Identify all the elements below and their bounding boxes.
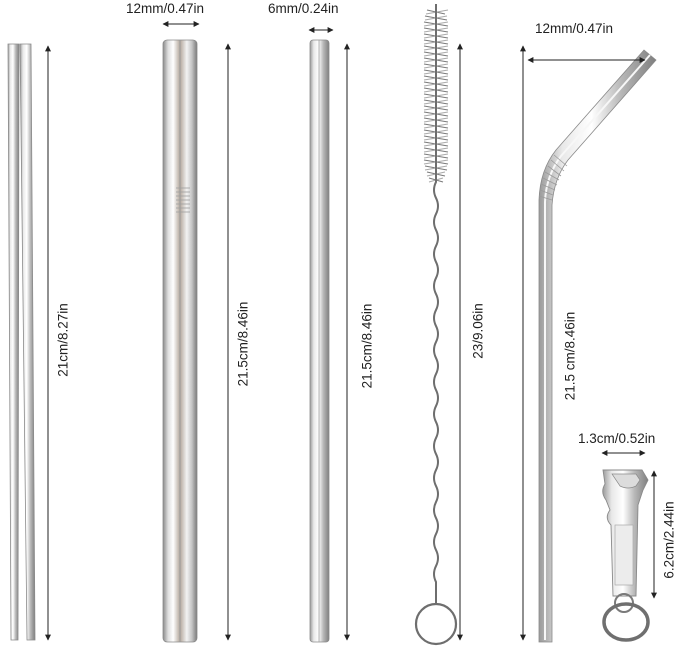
brush-length-label: 23/9.06in — [470, 303, 486, 359]
brush-loop-handle — [414, 602, 458, 646]
cleaning-brush — [414, 4, 458, 646]
bent-straw-ribs — [538, 154, 568, 201]
chopsticks-length-label: 21cm/8.27in — [55, 303, 71, 377]
straw-bend-ribs — [176, 187, 190, 213]
thin-straw-length-label: 21.5cm/8.46in — [359, 303, 375, 389]
thin-straight-straws — [309, 39, 330, 643]
chopsticks — [7, 43, 36, 641]
key-ring — [602, 602, 650, 642]
brush-twisted-wire — [433, 4, 439, 604]
bent-straw — [538, 49, 657, 643]
wide-straw-length-label: 21.5cm/8.46in — [235, 301, 251, 387]
wide-straw-width-label: 12mm/0.47in — [126, 1, 205, 16]
bottle-opener-keychain — [602, 469, 650, 642]
wide-straight-straws — [162, 39, 198, 643]
opener-length-label: 6.2cm/2.44in — [661, 501, 677, 579]
bent-straw-width-label: 12mm/0.47in — [535, 21, 614, 36]
opener-width-label: 1.3cm/0.52in — [578, 431, 656, 446]
thin-straw-width-label: 6mm/0.24in — [268, 1, 339, 16]
bent-straw-length-label: 21.5 cm/8.46in — [562, 311, 578, 401]
